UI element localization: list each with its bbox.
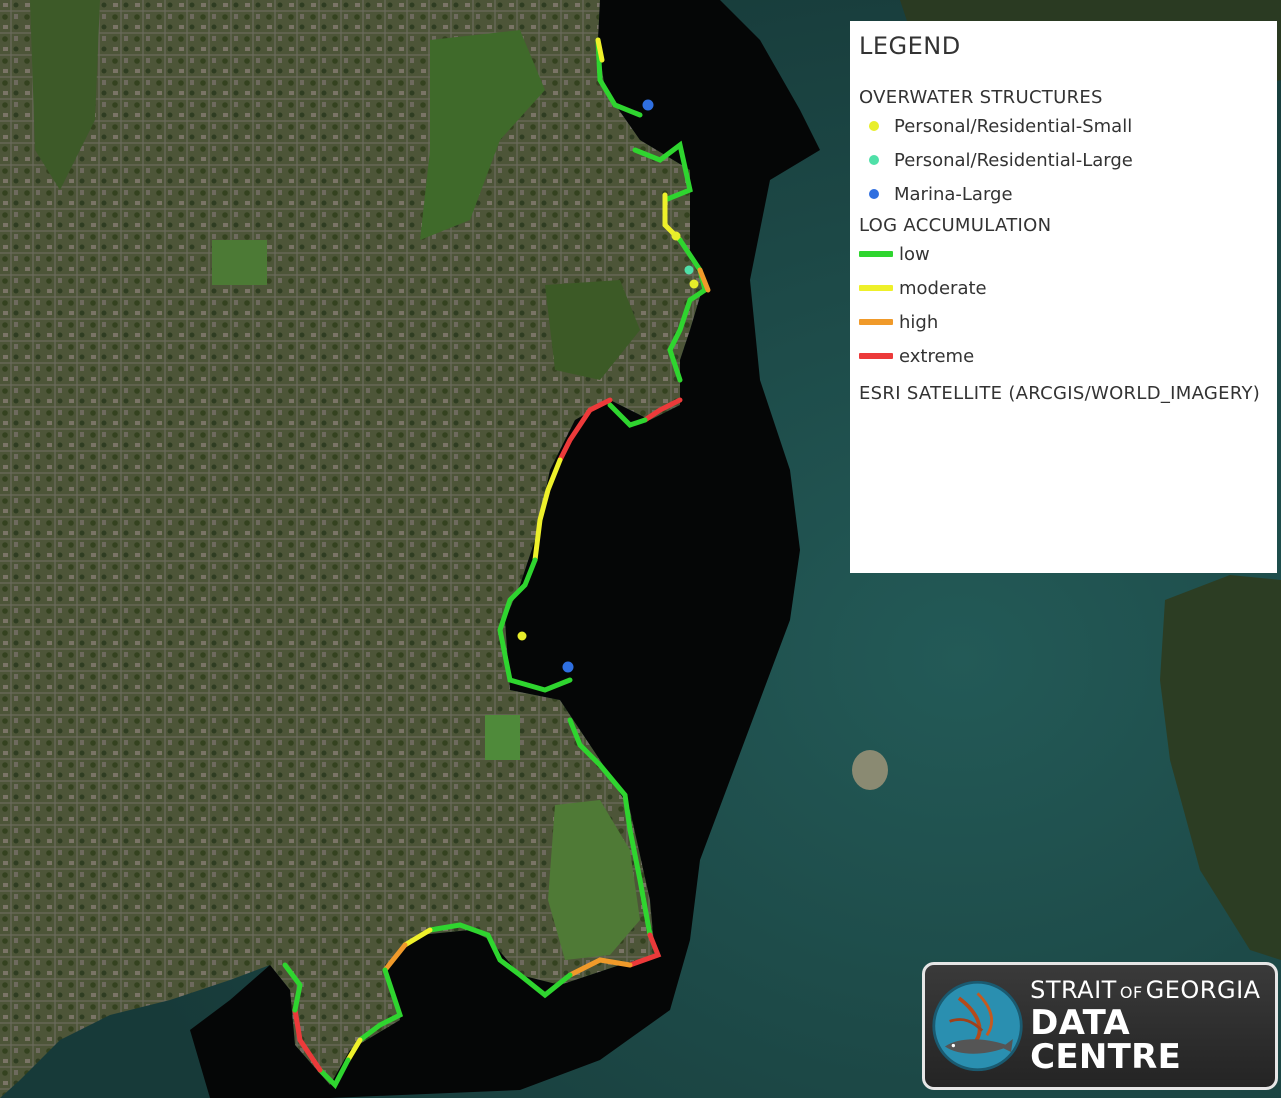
legend-log-item: high: [859, 305, 1277, 339]
legend-title: LEGEND: [859, 32, 961, 60]
legend-item-label: moderate: [899, 277, 987, 299]
residential-small-marker-2[interactable]: [689, 279, 699, 289]
shoreline-low-2: [632, 140, 693, 203]
land-mass: [0, 0, 705, 1098]
shoreline-low-8: [357, 967, 404, 1043]
shoreline-moderate-1: [595, 37, 605, 63]
shoreline-high-1: [697, 267, 711, 293]
legend-dot-icon: [869, 155, 879, 165]
dark-water: [190, 0, 820, 1098]
shoreline-high-2: [567, 957, 633, 978]
residential-small-marker-3[interactable]: [517, 631, 527, 641]
overwater-heading: OVERWATER STRUCTURES: [859, 87, 1103, 108]
shoreline-low-5: [497, 557, 573, 693]
legend-item-label: extreme: [899, 345, 975, 367]
legend-item-label: Personal/Residential-Large: [894, 149, 1133, 171]
legend-item-label: high: [899, 311, 939, 333]
golf-course-north: [420, 30, 545, 240]
legend-overwater-item: Personal/Residential-Large: [859, 143, 1277, 177]
legend-line-icon: [859, 319, 893, 325]
legend-log-item: extreme: [859, 339, 1277, 373]
shoreline-low-7: [427, 922, 573, 999]
shoreline-low-10: [282, 962, 303, 1013]
legend-line-icon: [859, 251, 893, 257]
map-legend: LEGEND OVERWATER STRUCTURES Personal/Res…: [850, 21, 1277, 573]
logo-of: OF: [1119, 983, 1143, 1002]
shoreline-extreme-2: [557, 397, 613, 463]
logo-line-2: DATA CENTRE: [1030, 1003, 1182, 1077]
shoreline-moderate-5: [345, 1037, 363, 1063]
shoreline-low-9: [317, 1057, 351, 1090]
sports-field: [212, 240, 267, 285]
fish-emblem-icon: [932, 980, 1023, 1072]
basemap-attribution: ESRI SATELLITE (ARCGIS/WORLD_IMAGERY): [859, 383, 1261, 404]
marina-large-marker-south[interactable]: [562, 661, 574, 673]
east-island: [1160, 575, 1281, 960]
strait-of-georgia-logo: STRAIT OF GEORGIA DATA CENTRE: [922, 962, 1278, 1090]
legend-dot-icon: [869, 189, 879, 199]
rock-islet: [852, 750, 888, 790]
shoreline-extreme-1: [642, 397, 683, 423]
shoreline-moderate-3: [532, 457, 563, 563]
shoreline-moderate-4: [402, 927, 433, 948]
legend-item-label: Marina-Large: [894, 183, 1013, 205]
legend-item-label: low: [899, 243, 930, 265]
logo-text: STRAIT OF GEORGIA DATA CENTRE: [1030, 978, 1275, 1074]
residential-small-marker-1[interactable]: [671, 231, 681, 241]
legend-log-item: moderate: [859, 271, 1277, 305]
legend-log-item: low: [859, 237, 1277, 271]
park-west: [30, 0, 100, 190]
golf-course-south: [548, 800, 640, 960]
legend-overwater-item: Marina-Large: [859, 177, 1277, 211]
shoreline-extreme-3: [627, 932, 662, 968]
legend-line-icon: [859, 353, 893, 359]
shoreline-high-3: [382, 942, 408, 973]
shoreline-low-1: [595, 37, 643, 118]
logo-strait: STRAIT: [1030, 976, 1117, 1004]
legend-overwater-item: Personal/Residential-Small: [859, 109, 1277, 143]
shoreline-low-6: [567, 717, 653, 938]
logo-line-1: STRAIT OF GEORGIA: [1030, 978, 1275, 1002]
park-patch: [545, 280, 640, 380]
shoreline-low-4: [607, 402, 648, 428]
residential-large-marker-1[interactable]: [684, 265, 694, 275]
logo-georgia: GEORGIA: [1145, 976, 1261, 1004]
shoreline-extreme-4: [292, 1007, 323, 1073]
legend-dot-icon: [869, 121, 879, 131]
legend-item-label: Personal/Residential-Small: [894, 115, 1133, 137]
log-accumulation-heading: LOG ACCUMULATION: [859, 215, 1052, 236]
legend-line-icon: [859, 285, 893, 291]
sports-field-2: [485, 715, 520, 760]
marina-large-marker-north[interactable]: [642, 99, 654, 111]
log-accumulation-lines: [282, 37, 711, 1090]
